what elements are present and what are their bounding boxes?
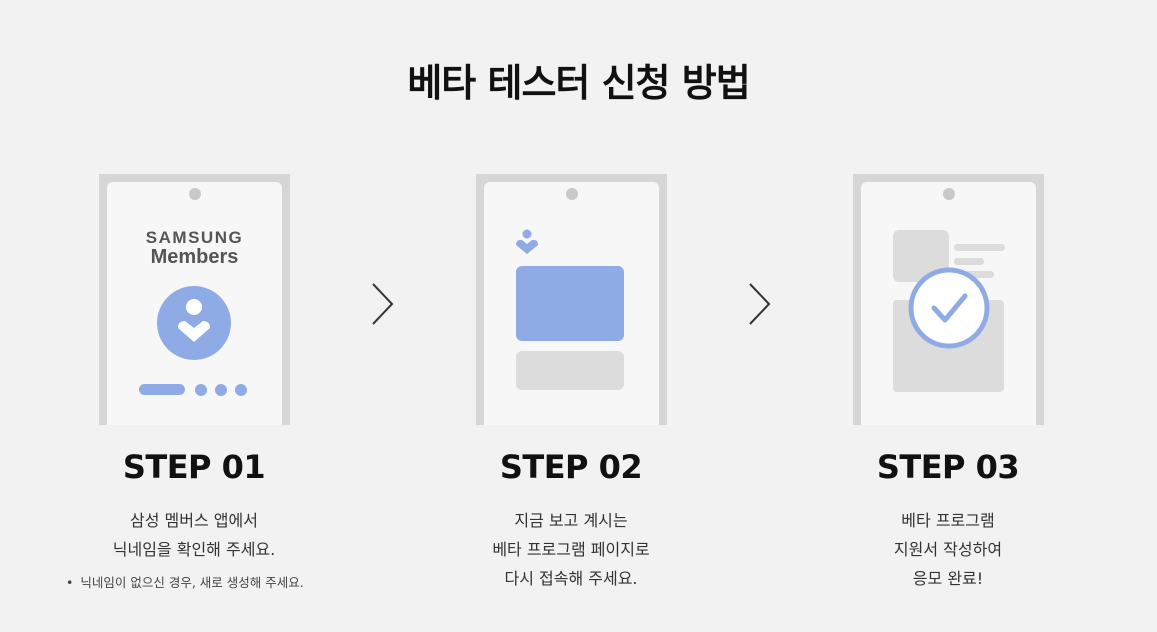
step-3-line-1: 베타 프로그램 <box>901 511 995 530</box>
phone-camera <box>188 188 201 200</box>
phone-camera <box>565 188 578 200</box>
chevron-right-icon <box>372 283 394 325</box>
phone-camera <box>942 188 955 200</box>
samsung-members-icon <box>139 286 247 396</box>
members-brand-text: Members <box>150 246 239 268</box>
step-2-title: STEP 02 <box>499 448 643 486</box>
step-1-line-2: 닉네임을 확인해 주세요. <box>112 540 276 559</box>
step-3-phone-illustration <box>853 174 1044 425</box>
step-3-line-2: 지원서 작성하여 <box>893 540 1003 559</box>
step-1-note-text: 닉네임이 없으신 경우, 새로 생성해 주세요. <box>80 575 304 590</box>
step-2-line-3: 다시 접속해 주세요. <box>504 569 638 588</box>
beta-page-icon <box>516 229 624 390</box>
step-2-description: 지금 보고 계시는 베타 프로그램 페이지로 다시 접속해 주세요. <box>421 506 721 593</box>
phone-screen <box>861 182 1036 425</box>
step-1-description: 삼성 멤버스 앱에서 닉네임을 확인해 주세요. <box>44 506 344 564</box>
step-2-line-2: 베타 프로그램 페이지로 <box>492 540 650 559</box>
step-1-line-1: 삼성 멤버스 앱에서 <box>130 511 258 530</box>
bullet-icon: • <box>66 575 74 590</box>
step-3-title: STEP 03 <box>876 448 1020 486</box>
chevron-right-icon <box>749 283 771 325</box>
step-3-line-3: 응모 완료! <box>912 569 984 588</box>
check-circle-icon <box>893 230 1005 392</box>
step-1-note: • 닉네임이 없으신 경우, 새로 생성해 주세요. <box>66 572 304 591</box>
step-3-description: 베타 프로그램 지원서 작성하여 응모 완료! <box>798 506 1098 593</box>
page-title: 베타 테스터 신청 방법 <box>407 61 750 105</box>
step-1-phone-illustration: SAMSUNG Members <box>99 174 290 425</box>
step-1-title: STEP 01 <box>122 448 266 486</box>
step-2-phone-illustration <box>476 174 667 425</box>
phone-screen: SAMSUNG Members <box>107 182 282 425</box>
phone-screen <box>484 182 659 425</box>
step-2-line-1: 지금 보고 계시는 <box>514 511 628 530</box>
samsung-brand-text: SAMSUNG <box>145 228 244 247</box>
